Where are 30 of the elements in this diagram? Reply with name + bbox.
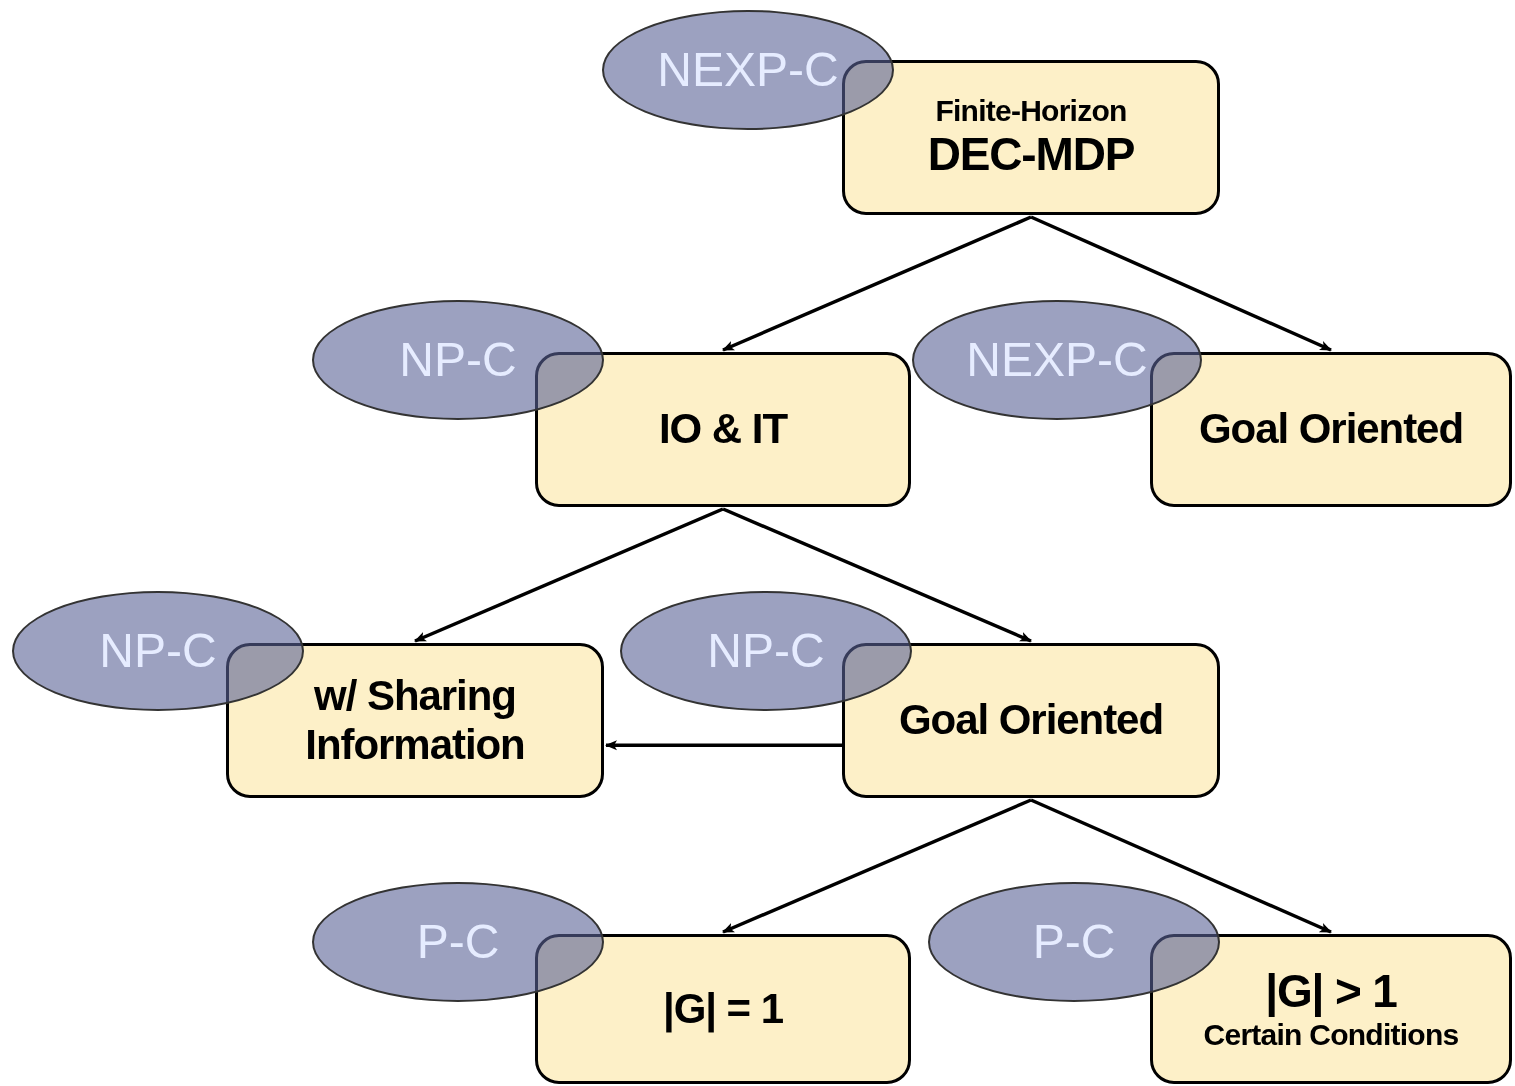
- box-label: |G| = 1: [662, 984, 783, 1034]
- box-label: w/ Sharing Information: [304, 672, 526, 769]
- complexity-label: NP-C: [99, 627, 217, 675]
- arrow: [722, 507, 1032, 643]
- complexity-label: NP-C: [707, 627, 825, 675]
- complexity-label: P-C: [1032, 918, 1116, 966]
- problem-box: [1150, 934, 1512, 1084]
- box-label: |G| > 1: [1265, 965, 1397, 1019]
- problem-box: [1150, 352, 1512, 507]
- arrow: [605, 740, 842, 751]
- arrow: [1030, 215, 1332, 352]
- box-label: Goal Oriented: [1198, 405, 1464, 454]
- arrow: [722, 798, 1032, 934]
- complexity-label: NP-C: [399, 336, 517, 384]
- box-label: IO & IT: [659, 405, 787, 454]
- arrow: [414, 507, 724, 643]
- box-label: DEC-MDP: [927, 128, 1135, 182]
- problem-box: [226, 643, 604, 798]
- problem-box: [842, 643, 1220, 798]
- box-label: Finite-Horizon: [935, 93, 1127, 129]
- arrow: [722, 215, 1032, 352]
- complexity-label: NEXP-C: [966, 336, 1148, 384]
- box-label: Certain Conditions: [1203, 1018, 1459, 1053]
- arrow: [1030, 798, 1332, 934]
- problem-box: [535, 352, 911, 507]
- complexity-label: NEXP-C: [657, 46, 839, 94]
- complexity-label: P-C: [416, 918, 500, 966]
- problem-box: [535, 934, 911, 1084]
- problem-box: [842, 60, 1220, 215]
- box-label: Goal Oriented: [898, 696, 1164, 745]
